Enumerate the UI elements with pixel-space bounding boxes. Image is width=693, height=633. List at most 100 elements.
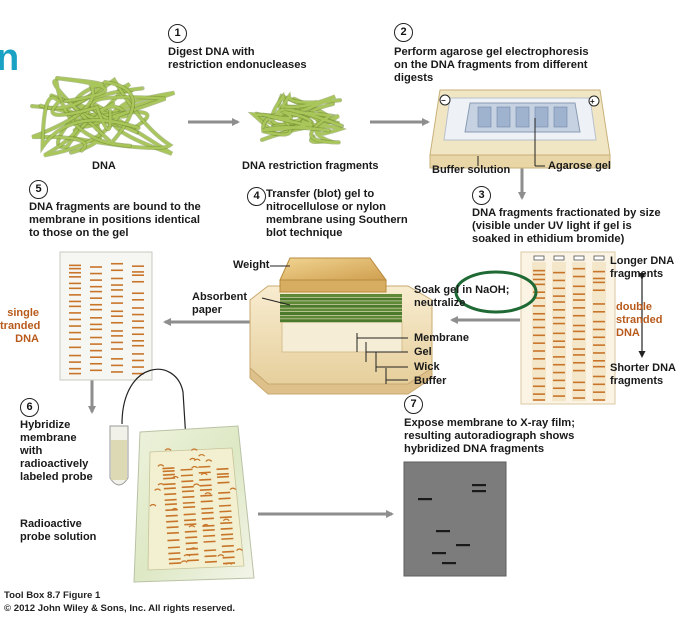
buffer-solution-label: Buffer solution (432, 164, 511, 176)
sponge-layer (280, 301, 402, 305)
band (165, 508, 178, 512)
band (216, 472, 229, 476)
band (593, 303, 605, 305)
band (111, 262, 123, 265)
band (111, 295, 123, 298)
band (533, 283, 545, 286)
band (573, 348, 585, 350)
band (222, 550, 235, 553)
band (593, 277, 605, 280)
band (573, 314, 585, 317)
band (553, 387, 565, 390)
band (132, 265, 144, 267)
band (69, 312, 81, 314)
step-3-text: DNA fragments fractionated by size(visib… (472, 207, 661, 245)
bag-bands (149, 448, 243, 565)
probe-mark (205, 459, 213, 462)
probe-mark (236, 548, 243, 551)
band (533, 385, 545, 388)
probe-mark (225, 562, 233, 565)
band (111, 335, 123, 337)
band (553, 332, 565, 335)
probe-mark (188, 525, 196, 528)
film-band (418, 498, 432, 501)
probe-mark (164, 448, 172, 451)
band (169, 562, 182, 565)
band (199, 484, 212, 487)
band (165, 514, 178, 517)
band (132, 320, 144, 322)
cathode-icon (439, 94, 451, 106)
band (222, 556, 235, 559)
sponge-layer (280, 319, 402, 323)
band (593, 320, 605, 323)
fragments-label: DNA restriction fragments (242, 160, 379, 172)
gel-strip (520, 251, 646, 405)
band (164, 503, 177, 506)
probe-mark (222, 518, 230, 522)
band (573, 338, 585, 341)
band (200, 500, 213, 503)
band (533, 399, 545, 401)
film-band (456, 544, 470, 547)
probe-mark (171, 475, 179, 479)
band (201, 517, 214, 520)
band (184, 523, 197, 526)
probe-mark (217, 554, 225, 557)
band (183, 506, 196, 509)
band (221, 533, 234, 536)
band (168, 557, 181, 561)
band (533, 273, 545, 276)
band (220, 527, 233, 530)
band (221, 537, 234, 540)
step-4-number: 4 (247, 187, 266, 206)
band (69, 300, 81, 303)
band (573, 267, 585, 270)
band (573, 324, 585, 327)
band (69, 267, 81, 270)
buffer-label: Buffer (414, 375, 447, 387)
band (593, 399, 605, 401)
membrane-sheet (59, 251, 153, 381)
probe-mark (202, 523, 210, 527)
band (573, 307, 585, 309)
band (533, 305, 545, 307)
band (90, 356, 102, 358)
band (220, 521, 233, 525)
band (166, 526, 179, 529)
band (132, 326, 144, 329)
band (185, 542, 198, 545)
band (90, 362, 102, 365)
band (69, 294, 81, 296)
band (90, 266, 102, 268)
band (111, 289, 123, 291)
band (573, 369, 585, 372)
band (166, 531, 179, 535)
band (69, 372, 81, 375)
band (132, 344, 144, 347)
band (553, 301, 565, 303)
band (90, 369, 102, 372)
band (200, 494, 213, 497)
band (204, 554, 217, 558)
band (533, 326, 545, 329)
band (553, 340, 565, 342)
band (573, 389, 585, 391)
absorbent-paper-stack (280, 294, 402, 323)
band (573, 354, 585, 356)
band (216, 475, 230, 478)
band (533, 393, 545, 395)
band (132, 353, 144, 355)
band (182, 490, 195, 493)
film-band (442, 562, 456, 565)
band (216, 467, 229, 471)
band (553, 309, 565, 311)
band (111, 358, 123, 360)
band (132, 280, 144, 283)
